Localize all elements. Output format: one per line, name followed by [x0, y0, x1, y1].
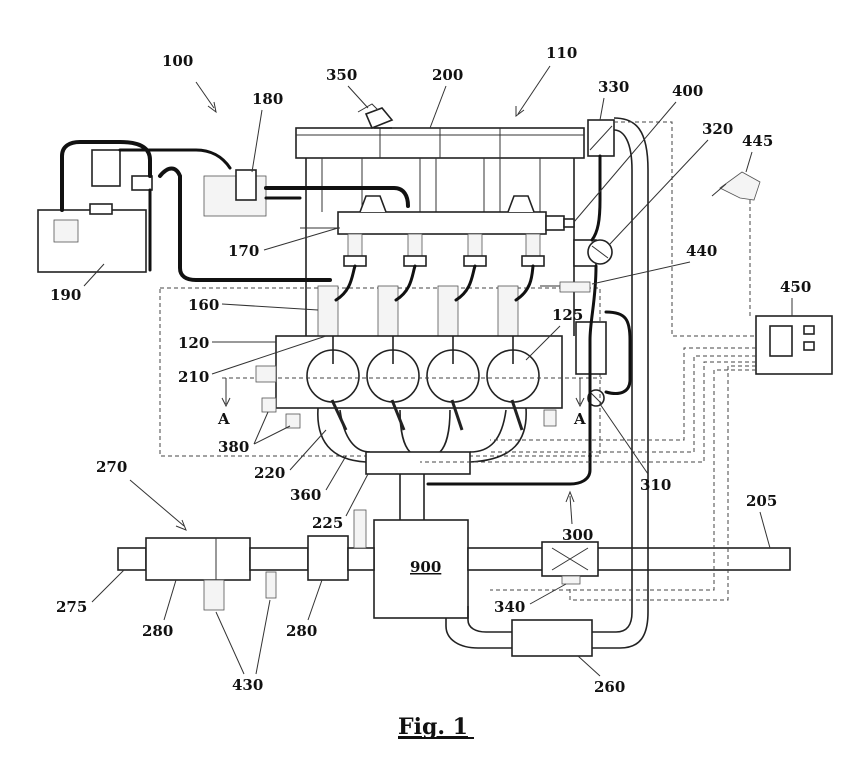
label-120: 120 [178, 334, 209, 352]
engine-block [221, 335, 602, 429]
throttle-body [587, 119, 615, 157]
label-380: 380 [218, 438, 249, 456]
label-430: 430 [232, 676, 263, 694]
label-310: 310 [640, 476, 671, 494]
turbocharger: 900 [373, 474, 469, 619]
fuel-rail [337, 195, 575, 235]
manifold-sensor [357, 103, 394, 130]
label-200: 200 [432, 66, 463, 84]
signal-wires [420, 121, 756, 601]
egr-valve [541, 541, 599, 585]
intake-line [117, 509, 375, 611]
label-275: 275 [56, 598, 87, 616]
label-160: 160 [188, 296, 219, 314]
label-225: 225 [312, 514, 343, 532]
label-350: 350 [326, 66, 357, 84]
label-220: 220 [254, 464, 285, 482]
ecu [755, 315, 833, 375]
label-340: 340 [494, 598, 525, 616]
label-170: 170 [228, 242, 259, 260]
label-190: 190 [50, 286, 81, 304]
fuel-pump [203, 169, 267, 217]
section-marker-right: A [573, 410, 586, 428]
label-210: 210 [178, 368, 209, 386]
label-360: 360 [290, 486, 321, 504]
label-260: 260 [594, 678, 625, 696]
turbo-label: 900 [410, 558, 441, 576]
label-280-a: 280 [142, 622, 173, 640]
label-125: 125 [552, 306, 583, 324]
injectors [317, 233, 545, 337]
intake-manifold [295, 127, 585, 336]
figure-caption: Fig. 1 [398, 714, 468, 740]
section-marker-left: A [217, 410, 230, 428]
fuel-filter [91, 149, 153, 191]
label-100: 100 [162, 52, 193, 70]
label-330: 330 [598, 78, 629, 96]
fuel-lines [60, 140, 591, 293]
label-280-b: 280 [286, 622, 317, 640]
label-300: 300 [562, 526, 593, 544]
label-320: 320 [702, 120, 733, 138]
coolant-module [575, 310, 632, 407]
label-180: 180 [252, 90, 283, 108]
label-400: 400 [672, 82, 703, 100]
pressure-regulator [426, 154, 613, 486]
fuel-tank [37, 203, 147, 273]
label-270: 270 [96, 458, 127, 476]
reference-labels: 100 110 120 125 160 170 180 190 200 205 … [50, 44, 811, 696]
label-205: 205 [746, 492, 777, 510]
label-440: 440 [686, 242, 717, 260]
sensor-445 [711, 171, 761, 201]
label-110: 110 [546, 44, 577, 62]
label-445: 445 [742, 132, 773, 150]
exhaust-manifold [317, 399, 527, 475]
label-450: 450 [780, 278, 811, 296]
